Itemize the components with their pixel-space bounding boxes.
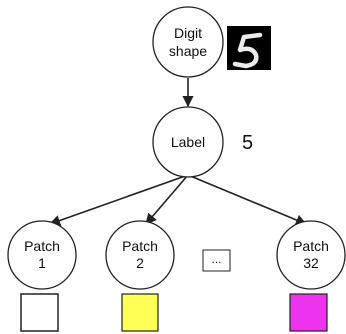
edge-label-to-patch-1: [48, 174, 189, 226]
ellipsis-text: ...: [211, 252, 221, 266]
node-label: Label: [152, 106, 224, 178]
patch-2-line2: 2: [136, 255, 144, 271]
patch-32-swatch: [289, 293, 328, 332]
patch-1-line2: 1: [38, 255, 46, 271]
node-patch-2: Patch 2: [105, 220, 175, 290]
patch-1-swatch: [20, 293, 59, 332]
patch-32-line2: 32: [303, 255, 319, 271]
patch-32-line1: Patch: [293, 238, 329, 254]
node-digit-shape: Digit shape: [152, 6, 224, 78]
patch-2-swatch: [121, 293, 159, 332]
label-node-text: Label: [171, 134, 205, 150]
digit-image: [227, 26, 271, 70]
edge-label-to-patch-2: [145, 174, 189, 225]
edge-label-to-patch-32: [187, 174, 308, 226]
digit-shape-line2: shape: [169, 43, 207, 59]
node-patch-1: Patch 1: [7, 220, 77, 290]
node-patch-32: Patch 32: [276, 220, 346, 290]
label-value: 5: [242, 132, 253, 154]
digit-shape-line1: Digit: [174, 25, 202, 41]
patch-2-line1: Patch: [122, 238, 158, 254]
patch-1-line1: Patch: [24, 238, 60, 254]
ellipsis-box: ...: [202, 249, 231, 272]
